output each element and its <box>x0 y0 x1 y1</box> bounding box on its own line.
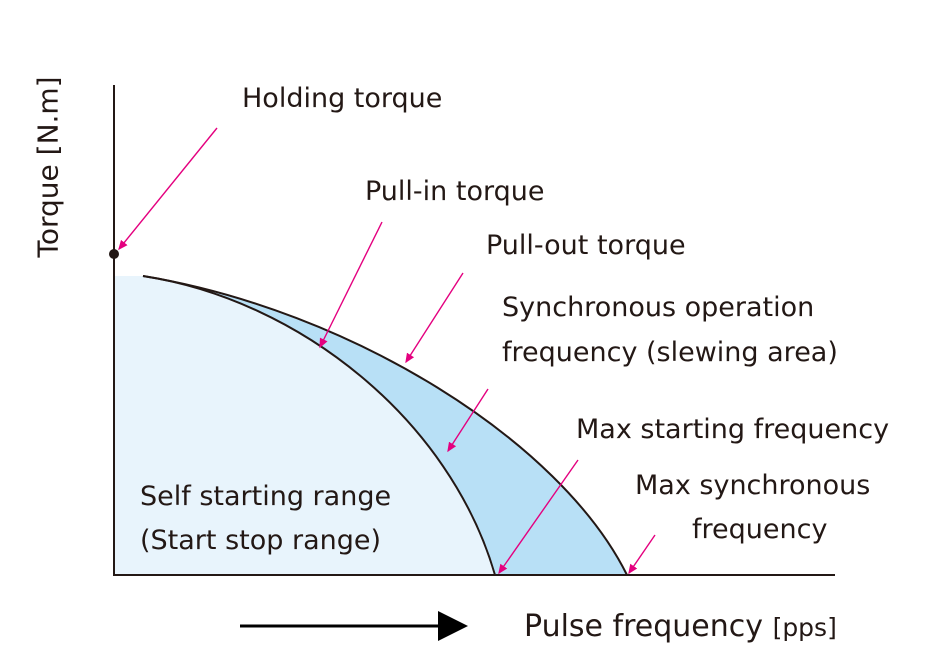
self-start-label-line1: Self starting range <box>140 481 392 512</box>
self-starting-region <box>114 276 495 575</box>
holding-torque-point <box>109 249 119 259</box>
x-axis-title: Pulse frequency <box>524 609 764 644</box>
pull-in-arrow <box>319 221 383 349</box>
x-axis-label: Pulse frequency [pps] <box>524 608 837 646</box>
pull-out-torque-label: Pull-out torque <box>486 230 686 261</box>
max-sync-arrow <box>628 534 656 575</box>
synchronous-label-line1: Synchronous operation <box>502 292 815 323</box>
pull-out-arrow <box>405 272 464 364</box>
synchronous-arrow <box>447 388 489 453</box>
holding-torque-label: Holding torque <box>242 83 443 114</box>
y-axis-label: Torque [N.m] <box>31 76 65 258</box>
slewing-region <box>143 276 627 575</box>
x-axis-unit: [pps] <box>772 613 837 642</box>
self-start-label-line2: (Start stop range) <box>140 525 382 556</box>
max-starting-arrow <box>498 459 579 575</box>
max-starting-label: Max starting frequency <box>576 414 890 445</box>
synchronous-label-line2: frequency (slewing area) <box>502 337 838 368</box>
pull-in-curve <box>142 275 496 576</box>
max-sync-label-line1: Max synchronous <box>635 470 871 501</box>
holding-torque-arrow <box>118 127 218 251</box>
max-sync-label-line2: frequency <box>692 514 828 545</box>
pull-in-torque-label: Pull-in torque <box>365 176 545 207</box>
pull-out-curve <box>142 275 628 576</box>
